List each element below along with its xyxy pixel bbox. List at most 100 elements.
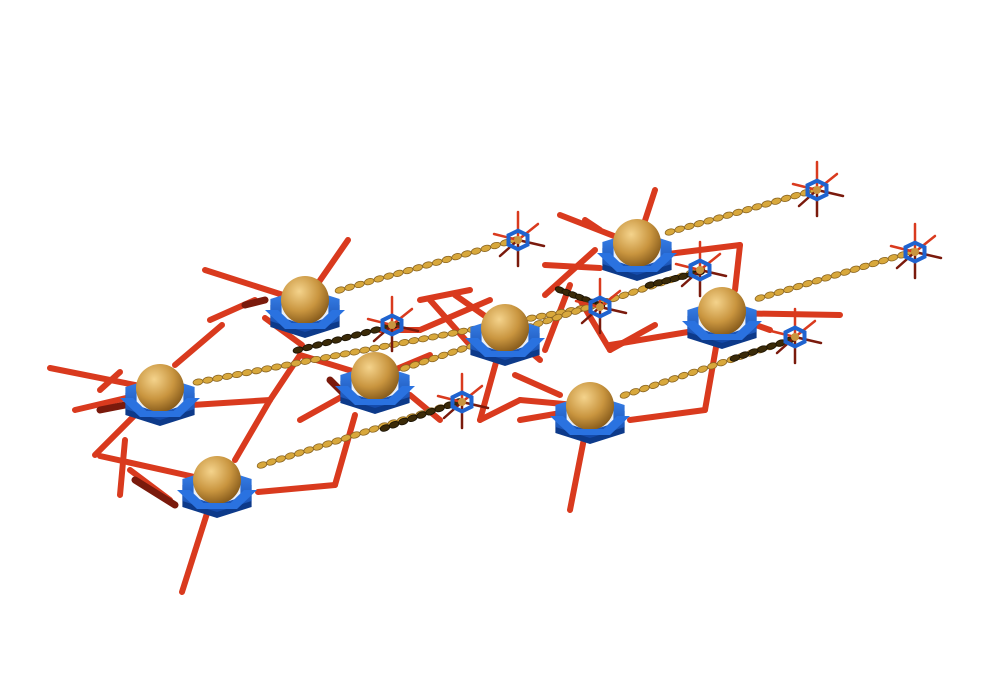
metal-sphere xyxy=(136,364,184,412)
chain-bead xyxy=(783,285,794,293)
chain-bead xyxy=(629,388,640,396)
chain-bead xyxy=(312,443,324,451)
chain-bead xyxy=(470,247,482,255)
spoke xyxy=(372,323,394,343)
chain-bead xyxy=(790,192,801,200)
linker-bond xyxy=(255,482,338,495)
small-hex-unit xyxy=(674,240,728,298)
chain-bead xyxy=(451,253,462,261)
ring-front xyxy=(597,253,677,272)
linker-bond xyxy=(427,297,473,348)
metal-node xyxy=(597,219,677,281)
spoke xyxy=(791,182,819,192)
small-hex-unit xyxy=(574,277,628,335)
chain-bead xyxy=(716,358,728,367)
linker-bond xyxy=(241,296,269,309)
linker-bond xyxy=(477,397,523,423)
small-hex-core xyxy=(388,321,396,329)
chain-bead xyxy=(284,452,296,460)
chain-bead xyxy=(359,346,371,354)
spoke xyxy=(498,238,520,258)
linker-bond xyxy=(407,392,443,423)
chain-bead xyxy=(761,200,772,208)
small-hex-ring xyxy=(688,258,712,282)
linker-bond xyxy=(417,287,473,303)
small-hex-unit xyxy=(769,307,823,365)
spoke xyxy=(769,329,797,339)
chain-bead xyxy=(764,291,775,299)
chain-bead xyxy=(703,217,714,225)
spoke xyxy=(390,307,414,327)
chain-bead xyxy=(331,437,342,445)
spoke xyxy=(574,299,602,309)
chain-bead xyxy=(441,255,453,264)
chain-bead xyxy=(294,449,305,457)
metal-node xyxy=(335,352,415,414)
spoke xyxy=(460,400,490,410)
chain-bead xyxy=(674,225,685,233)
linker-bond xyxy=(732,242,743,293)
chain-bead xyxy=(693,220,705,228)
chain-bead xyxy=(275,455,286,463)
chain-bead xyxy=(447,348,458,356)
chain-bead xyxy=(222,372,233,380)
chain-bead xyxy=(339,350,351,358)
linker-bond xyxy=(542,247,598,298)
chain-bead xyxy=(383,272,394,280)
small-hex-ring xyxy=(783,325,807,349)
dotted-chains xyxy=(192,186,918,469)
chain-bead xyxy=(378,342,390,350)
chain-bead xyxy=(628,288,639,296)
chain-bead xyxy=(658,378,670,386)
dark-chain xyxy=(729,336,796,362)
chain-bead xyxy=(350,331,362,339)
chain-bead xyxy=(360,328,372,337)
small-hex-unit xyxy=(889,222,943,280)
chain-bead xyxy=(322,440,333,448)
spoke xyxy=(436,394,464,404)
spoke xyxy=(516,238,546,248)
chain-bead xyxy=(639,384,650,393)
small-hex-ring xyxy=(450,390,474,414)
metal-sphere xyxy=(566,382,614,430)
small-hex-core xyxy=(813,186,821,194)
chain-bead xyxy=(261,365,272,373)
chain-bead xyxy=(398,339,410,347)
metal-node xyxy=(177,456,257,518)
chain-bead xyxy=(427,333,439,341)
small-hex-unit xyxy=(791,160,845,218)
spoke xyxy=(442,400,464,420)
chain-bead xyxy=(212,374,223,382)
linker-bond xyxy=(189,397,273,408)
chain-bead xyxy=(722,211,734,219)
chain-bead xyxy=(437,351,449,360)
metal-node xyxy=(682,287,762,349)
spoke xyxy=(815,172,839,192)
chain-bead xyxy=(369,344,380,352)
chain-bead xyxy=(811,277,823,285)
chain-bead xyxy=(368,425,380,433)
small-hex-unit xyxy=(492,210,546,268)
chain-bead xyxy=(849,265,861,273)
chain-bead xyxy=(331,336,343,344)
chain-bead xyxy=(202,376,214,384)
chain-bead xyxy=(359,428,370,436)
chain-bead xyxy=(321,338,333,347)
chain-bead xyxy=(266,458,277,466)
chain-bead xyxy=(677,371,689,380)
spoke xyxy=(516,222,540,242)
chain-bead xyxy=(256,461,268,469)
ring-front xyxy=(335,386,415,405)
chain-bead xyxy=(887,254,899,262)
chain-bead xyxy=(402,266,414,275)
linker-bond xyxy=(332,412,358,488)
metal-sphere xyxy=(613,219,661,267)
spoke xyxy=(366,317,394,327)
chain-bead xyxy=(393,269,404,277)
spoke xyxy=(598,305,628,315)
spoke xyxy=(680,268,702,288)
chain-bead xyxy=(742,206,753,214)
chain-bead xyxy=(480,244,492,252)
ring-front xyxy=(465,338,545,357)
